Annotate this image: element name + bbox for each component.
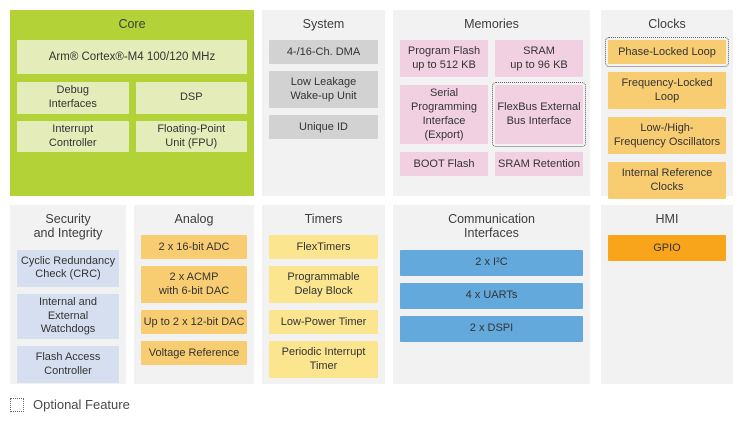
optional-feature-swatch-icon bbox=[10, 397, 24, 412]
block-12bit-dac: Up to 2 x 12-bit DAC bbox=[141, 310, 247, 335]
block-phase-locked-loop: Phase-Locked Loop bbox=[605, 37, 729, 68]
block-flextimers: FlexTimers bbox=[269, 235, 378, 260]
section-title-hmi: HMI bbox=[655, 212, 679, 226]
section-title-communication: Communication Interfaces bbox=[448, 212, 535, 241]
section-title-security: Security and Integrity bbox=[33, 212, 103, 241]
section-title-analog: Analog bbox=[174, 212, 214, 226]
section-title-system: System bbox=[302, 17, 345, 31]
block-interrupt-controller: Interrupt Controller bbox=[17, 120, 129, 153]
block-low-power-timer: Low-Power Timer bbox=[269, 310, 378, 335]
block-adc: 2 x 16-bit ADC bbox=[141, 235, 247, 260]
block-acmp-dac: 2 x ACMP with 6-bit DAC bbox=[141, 266, 247, 304]
block-unique-id: Unique ID bbox=[269, 115, 378, 140]
section-core: Core Arm® Cortex®-M4 100/120 MHz Debug I… bbox=[10, 10, 254, 196]
section-clocks: Clocks Phase-Locked Loop Frequency-Locke… bbox=[601, 10, 733, 200]
section-memories: Memories Program Flash up to 512 KB SRAM… bbox=[393, 10, 590, 196]
block-flexbus-external-bus-interface: FlexBus External Bus Interface bbox=[492, 82, 586, 148]
section-system: System 4-/16-Ch. DMA Low Leakage Wake-up… bbox=[262, 10, 385, 196]
block-dspi: 2 x DSPI bbox=[400, 315, 583, 342]
block-sram: SRAM up to 96 KB bbox=[495, 40, 583, 78]
section-communication-interfaces: Communication Interfaces 2 x I²C 4 x UAR… bbox=[393, 205, 590, 384]
section-title-clocks: Clocks bbox=[648, 17, 686, 31]
block-sram-retention: SRAM Retention bbox=[495, 152, 583, 177]
block-i2c: 2 x I²C bbox=[400, 249, 583, 276]
block-dma: 4-/16-Ch. DMA bbox=[269, 40, 378, 65]
section-security-and-integrity: Security and Integrity Cyclic Redundancy… bbox=[10, 205, 126, 384]
block-fpu: Floating-Point Unit (FPU) bbox=[135, 120, 247, 153]
block-gpio: GPIO bbox=[608, 235, 726, 262]
block-crc: Cyclic Redundancy Check (CRC) bbox=[17, 249, 119, 287]
block-watchdogs: Internal and External Watchdogs bbox=[17, 293, 119, 339]
block-periodic-interrupt-timer: Periodic Interrupt Timer bbox=[269, 341, 378, 379]
section-title-core: Core bbox=[118, 17, 146, 31]
block-serial-programming-interface: Serial Programming Interface (Export) bbox=[400, 85, 488, 145]
block-dsp: DSP bbox=[135, 82, 247, 114]
block-llwu: Low Leakage Wake-up Unit bbox=[269, 71, 378, 109]
section-analog: Analog 2 x 16-bit ADC 2 x ACMP with 6-bi… bbox=[134, 205, 254, 384]
block-arm-cortex-m4: Arm® Cortex®-M4 100/120 MHz bbox=[17, 40, 247, 75]
block-voltage-reference: Voltage Reference bbox=[141, 341, 247, 366]
block-frequency-locked-loop: Frequency-Locked Loop bbox=[608, 72, 726, 110]
block-programmable-delay-block: Programmable Delay Block bbox=[269, 266, 378, 304]
block-flash-access-controller: Flash Access Controller bbox=[17, 346, 119, 383]
block-internal-reference-clocks: Internal Reference Clocks bbox=[608, 162, 726, 200]
legend-label: Optional Feature bbox=[33, 397, 130, 412]
block-program-flash: Program Flash up to 512 KB bbox=[400, 40, 488, 78]
block-debug-interfaces: Debug Interfaces bbox=[17, 82, 129, 114]
block-boot-flash: BOOT Flash bbox=[400, 152, 488, 177]
section-title-timers: Timers bbox=[304, 212, 343, 226]
block-oscillators: Low-/High- Frequency Oscillators bbox=[608, 117, 726, 155]
legend-optional-feature: Optional Feature bbox=[10, 397, 130, 412]
section-hmi: HMI GPIO bbox=[601, 205, 733, 384]
section-title-memories: Memories bbox=[464, 17, 519, 31]
section-timers: Timers FlexTimers Programmable Delay Blo… bbox=[262, 205, 385, 384]
block-uarts: 4 x UARTs bbox=[400, 282, 583, 309]
